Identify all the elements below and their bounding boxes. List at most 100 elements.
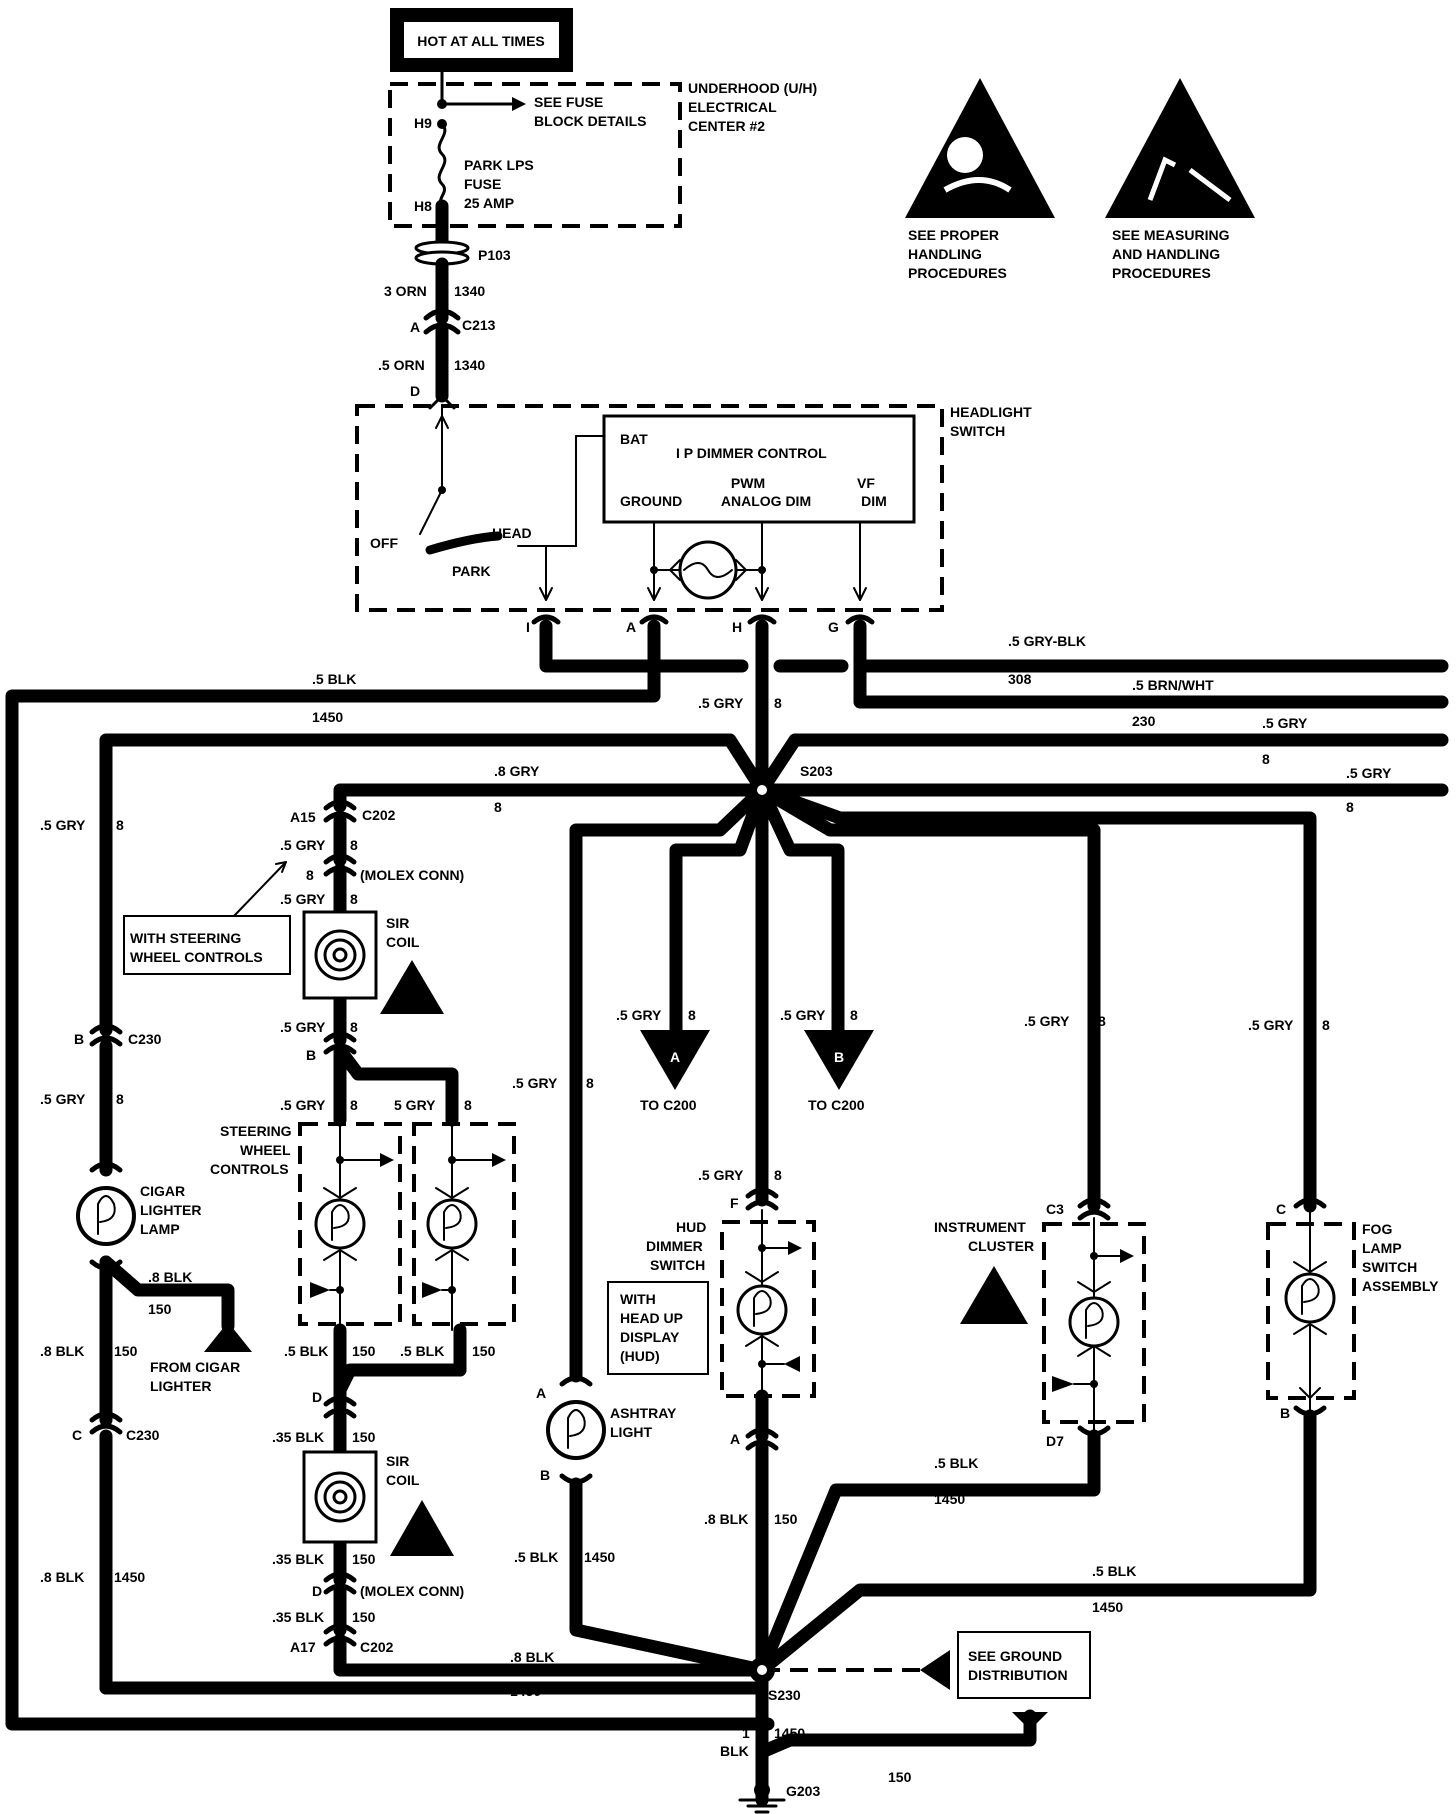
wire-blk-swc-left: .5 BLK: [284, 1343, 328, 1359]
wire-gry-swc-left: .5 GRY: [280, 1097, 326, 1113]
circuit-8-sir-3: 8: [350, 1019, 358, 1035]
c213-label: C213: [462, 317, 496, 333]
c202-label-lower: C202: [360, 1639, 394, 1655]
wire-gry-fog: .5 GRY: [1248, 1017, 1294, 1033]
park-contact: [425, 531, 503, 555]
wire-gry-sir-1: .5 GRY: [280, 837, 326, 853]
esd-small-warning-icon: [960, 1266, 1028, 1324]
from-cigar-1: FROM CIGAR: [150, 1359, 240, 1375]
circuit-8-main: 8: [774, 695, 782, 711]
wire-035-blk-2: .35 BLK: [272, 1551, 324, 1567]
warning-right-3: PROCEDURES: [1112, 265, 1211, 281]
callout-wheel-controls: WHEEL CONTROLS: [130, 949, 263, 965]
hud-callout-1: WITH: [620, 1291, 656, 1307]
sir-label-lower: SIR: [386, 1453, 409, 1469]
ip-dimmer-control-box: [602, 414, 916, 524]
hot-at-all-times-label: HOT AT ALL TIMES: [417, 33, 545, 49]
circuit-1450-cigar: 1450: [114, 1569, 145, 1585]
ic-label-1: INSTRUMENT: [934, 1219, 1026, 1235]
circuit-308: 308: [1008, 671, 1032, 687]
see-ground-2: DISTRIBUTION: [968, 1667, 1068, 1683]
hud-label-2: DIMMER: [646, 1238, 703, 1254]
circuit-150-g203: 150: [888, 1769, 912, 1785]
circuit-150-cigar: 150: [148, 1301, 172, 1317]
pin-g: G: [828, 619, 839, 635]
hud-callout: [607, 1281, 709, 1375]
see-fuse-label-2: BLOCK DETAILS: [534, 113, 647, 129]
circuit-8-fog: 8: [1322, 1017, 1330, 1033]
pin-b-fog: B: [1280, 1405, 1290, 1421]
wire-gry-hud: .5 GRY: [698, 1167, 744, 1183]
cigar-label-3: LAMP: [140, 1221, 180, 1237]
pin-i: I: [526, 619, 530, 635]
arrow-right-icon: [788, 1241, 802, 1255]
c230-label-bot: C230: [126, 1427, 160, 1443]
warning-left-1: SEE PROPER: [908, 227, 999, 243]
circuit-150-hud: 150: [774, 1511, 798, 1527]
pin-b-c230: B: [74, 1031, 84, 1047]
pin-b-ashtray: B: [540, 1467, 550, 1483]
pin-a-hs: A: [626, 619, 636, 635]
see-ground-1: SEE GROUND: [968, 1648, 1062, 1664]
hud-callout-4: (HUD): [620, 1348, 660, 1364]
p103-label: P103: [478, 247, 511, 263]
pin-a-hud: A: [730, 1431, 740, 1447]
circuit-8-swc-right: 8: [464, 1097, 472, 1113]
circuit-8-sir-1: 8: [350, 837, 358, 853]
sir-label-upper: SIR: [386, 915, 409, 931]
wire-blk-label: BLK: [720, 1743, 749, 1759]
swc-bulb-right-icon: [426, 1198, 478, 1250]
pin-a15: A15: [290, 809, 316, 825]
warning-right-2: AND HANDLING: [1112, 246, 1220, 262]
wire-2-blk: 2 BLK: [888, 1731, 928, 1747]
warning-right-1: SEE MEASURING: [1112, 227, 1230, 243]
c213-connector-icon: [423, 308, 461, 321]
wire-blk-left: .5 BLK: [312, 671, 356, 687]
see-ground-box: [957, 1631, 1091, 1699]
circuit-1340-b: 1340: [454, 357, 485, 373]
wire-3-orn: 3 ORN: [384, 283, 427, 299]
wire-gry-c200a: .5 GRY: [616, 1007, 662, 1023]
molex-conn-lower: (MOLEX CONN): [360, 1583, 464, 1599]
pin-8-molex: 8: [306, 867, 314, 883]
warning-left-2: HANDLING: [908, 246, 982, 262]
c200-b-arrow-icon: [804, 1030, 874, 1090]
esd-small-warning-icon: [390, 1500, 454, 1556]
circuit-1450-ic: 1450: [934, 1491, 965, 1507]
c200-a-arrow-icon: [640, 1030, 710, 1090]
wire-blk-ic: .5 BLK: [934, 1455, 978, 1471]
wire-08-blk-cigar: .8 BLK: [148, 1269, 192, 1285]
pin-d7-ic: D7: [1046, 1433, 1064, 1449]
fog-label-2: LAMP: [1362, 1240, 1402, 1256]
circuit-8-cigar-bot: 8: [116, 1091, 124, 1107]
cigar-label-1: CIGAR: [140, 1183, 185, 1199]
top-wire-labels: .5 GRY-BLK 308 .5 BRN/WHT 230 .5 BLK 145…: [312, 633, 1392, 815]
fog-bulb-icon: [1284, 1272, 1336, 1324]
fuse-icon: [437, 122, 447, 208]
circuit-1450-left: 1450: [312, 709, 343, 725]
wires: [5, 619, 1449, 1807]
ground-label: GROUND: [620, 493, 682, 509]
circuit-1340-a: 1340: [454, 283, 485, 299]
right-components: .5 GRY 8 C3 INSTRUMENT CLUSTER D7 .5 BLK…: [934, 1013, 1439, 1615]
ashtray-bulb-icon: [546, 1400, 606, 1460]
arrow-right-icon: [492, 1153, 506, 1167]
circuit-8-right-1: 8: [1262, 751, 1270, 767]
wire-blk-ashtray: .5 BLK: [514, 1549, 558, 1565]
pin-d-headlight: D: [410, 383, 420, 399]
circuit-150-sir-2: 150: [352, 1551, 376, 1567]
circuit-1450-g203: 1450: [774, 1725, 805, 1741]
underhood-center-box: [388, 82, 682, 228]
wire-gry-blk: .5 GRY-BLK: [1008, 633, 1086, 649]
steering-wheel-controls: STEERING WHEEL CONTROLS .5 GRY 8 5 GRY 8…: [210, 1097, 516, 1359]
ashtray-label-1: ASHTRAY: [610, 1405, 677, 1421]
ip-dimmer-control-label: I P DIMMER CONTROL: [676, 445, 827, 461]
wire-1-label: 1: [742, 1725, 750, 1741]
ground-section: .8 BLK 1450 S230 SEE GROUND DISTRIBUTION…: [510, 1631, 1091, 1814]
wire-035-blk-3: .35 BLK: [272, 1609, 324, 1625]
wire-gry-sir-3: .5 GRY: [280, 1019, 326, 1035]
pin-d-lower: D: [312, 1389, 322, 1405]
circuit-150-sir-3: 150: [352, 1609, 376, 1625]
ground-arrow-icon: [1012, 1712, 1048, 1730]
